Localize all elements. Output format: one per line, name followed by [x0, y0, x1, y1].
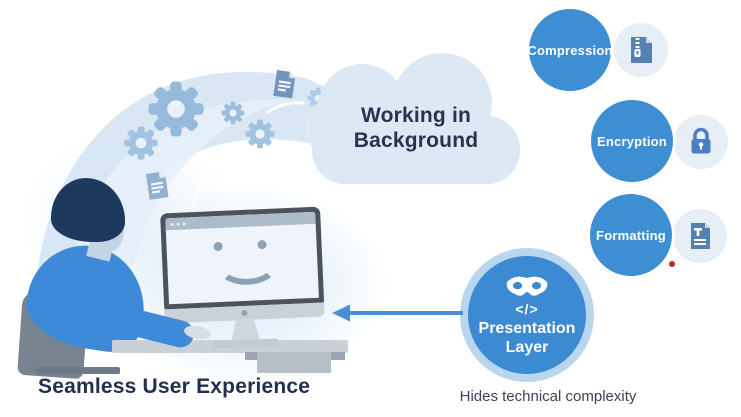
camera-dot-icon	[241, 309, 248, 317]
mask-icon	[506, 276, 548, 296]
cloud-label: Working in Background	[330, 103, 502, 153]
browser-dot-icon	[170, 222, 174, 226]
presentation-caption: Hides technical complexity	[459, 388, 637, 405]
text-document-icon-badge	[673, 209, 727, 263]
monitor-frame	[160, 206, 325, 310]
presentation-layer-circle: </> Presentation Layer	[460, 248, 594, 382]
browser-dot-icon	[182, 221, 186, 226]
monitor-stand	[231, 319, 260, 340]
smiley-eye-left	[213, 241, 223, 252]
encryption-label: Encryption	[597, 133, 667, 149]
red-dot	[669, 261, 675, 267]
cloud-label-line1: Working in	[360, 104, 472, 127]
cloud-shape	[306, 53, 520, 184]
browser-bar	[165, 211, 316, 231]
lock-icon-badge	[674, 115, 728, 169]
text-document-icon	[691, 223, 710, 249]
feature-circle-formatting: Formatting	[587, 191, 675, 279]
gear-icon	[221, 101, 245, 125]
feature-circle-compression: Compression	[526, 6, 614, 94]
zip-file-icon-badge	[614, 23, 668, 77]
footer-caption: Seamless User Experience	[38, 375, 311, 398]
browser-dot-icon	[176, 222, 180, 226]
left-arrow	[332, 304, 463, 322]
desk-support	[257, 352, 331, 373]
feature-circle-encryption: Encryption	[588, 97, 676, 185]
flow-arrow-icon	[190, 101, 305, 208]
gear-icon	[148, 81, 204, 137]
formatting-label: Formatting	[596, 227, 666, 243]
presentation-label-line2: Layer	[505, 339, 549, 356]
cloud-label-line2: Background	[353, 129, 479, 152]
zip-file-icon	[631, 37, 652, 63]
chair-base	[36, 367, 120, 374]
presentation-layer-inner: </> Presentation Layer	[468, 256, 586, 374]
code-icon: </>	[515, 301, 539, 317]
document-icon	[273, 70, 296, 99]
compression-label: Compression	[527, 42, 613, 58]
person-hair	[51, 178, 125, 242]
smiley-mouth	[216, 245, 279, 287]
gear-icon	[124, 126, 158, 160]
presentation-label-line1: Presentation	[478, 320, 576, 337]
gear-icon	[245, 119, 275, 149]
monitor-screen	[165, 211, 319, 305]
lock-icon	[691, 127, 711, 154]
smiley-face-icon	[166, 228, 319, 300]
